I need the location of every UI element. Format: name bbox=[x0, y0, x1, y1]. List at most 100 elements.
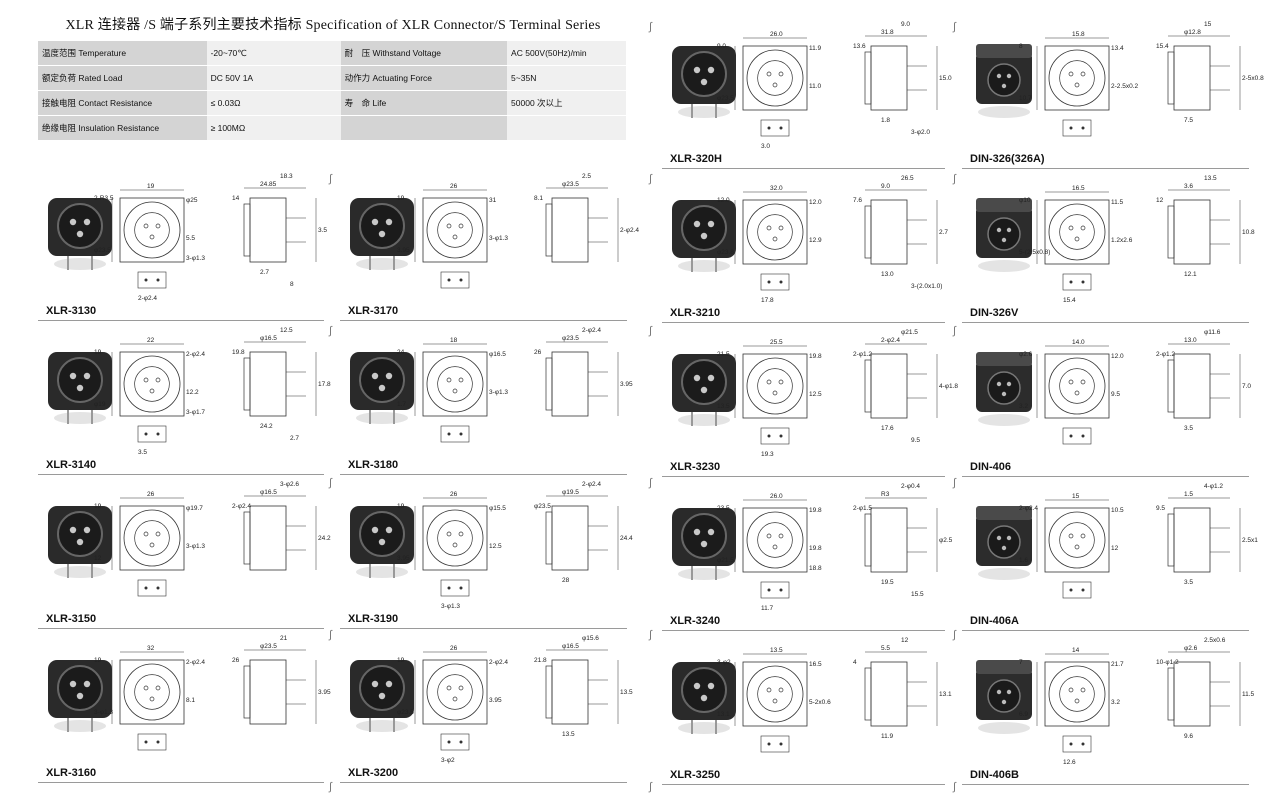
dimension-label: 1.5 bbox=[1184, 491, 1193, 498]
dimension-label: φ23.5 bbox=[94, 247, 111, 254]
pin-hole bbox=[1074, 698, 1080, 704]
body-outline bbox=[1173, 199, 1211, 265]
flange bbox=[864, 359, 872, 413]
body-outline bbox=[870, 507, 908, 573]
product-label: XLR-320H bbox=[670, 153, 722, 165]
pin bbox=[996, 689, 1002, 695]
dimension-label: 13.0 bbox=[1184, 337, 1197, 344]
dimension-label: φ21.5 bbox=[901, 329, 918, 336]
connector-photo bbox=[976, 660, 1032, 734]
pin bbox=[371, 526, 379, 534]
dimension-label: 2-φ2.4 bbox=[582, 327, 601, 334]
dimension-label: φ19.7 bbox=[186, 505, 203, 512]
connector-photo bbox=[672, 508, 736, 580]
pin-dot bbox=[767, 742, 771, 746]
pin-layout bbox=[137, 425, 167, 443]
dimension-label: 11.0 bbox=[809, 83, 822, 90]
dimension-label: 14 bbox=[232, 195, 240, 202]
pin-hole bbox=[772, 82, 778, 88]
dimension-label: 3.5 bbox=[318, 227, 327, 234]
spec-label: 温度范围 Temperature bbox=[38, 41, 207, 66]
product-label: XLR-3130 bbox=[46, 305, 97, 317]
separator-mark: ∫ bbox=[953, 21, 957, 33]
inner-circle bbox=[757, 522, 793, 558]
pin-hole bbox=[446, 377, 452, 383]
dimension-label: 31.8 bbox=[881, 29, 894, 36]
photo-shadow bbox=[978, 568, 1030, 580]
pin bbox=[707, 374, 715, 382]
dimension-label: 4 bbox=[853, 659, 857, 666]
front-view-drawing bbox=[1036, 345, 1110, 445]
pin bbox=[378, 230, 386, 238]
dimension-label: 2-5x0.8 bbox=[1242, 75, 1264, 82]
side-view-drawing bbox=[864, 189, 938, 265]
dimension-label: 13.5 bbox=[717, 403, 730, 410]
spec-value: -20~70℃ bbox=[206, 41, 341, 66]
separator-mark: ∫ bbox=[649, 21, 653, 33]
outline bbox=[742, 353, 808, 419]
socket bbox=[359, 203, 405, 249]
dimension-label: φ16.5 bbox=[260, 489, 277, 496]
pin bbox=[700, 78, 708, 86]
flange bbox=[1167, 205, 1175, 259]
pin-hole bbox=[1080, 379, 1086, 385]
dimension-label: 5-(2.5x0.8) bbox=[1019, 249, 1050, 256]
front-view-drawing bbox=[1036, 37, 1110, 137]
dimension-label: φ16.5 bbox=[489, 351, 506, 358]
pin-hole bbox=[772, 390, 778, 396]
front-view-drawing bbox=[414, 651, 488, 751]
photo-shadow bbox=[356, 566, 408, 578]
socket bbox=[987, 63, 1021, 97]
outer-circle bbox=[426, 201, 484, 259]
dimension-label: φ11.6 bbox=[1204, 329, 1221, 336]
pin-dot bbox=[767, 280, 771, 284]
photo-shadow bbox=[54, 566, 106, 578]
photo-shadow bbox=[54, 720, 106, 732]
separator-mark: ∫ bbox=[953, 173, 957, 185]
dimension-label: 19 bbox=[397, 503, 405, 510]
inner-circle bbox=[437, 520, 473, 556]
dimension-label: 21.5 bbox=[717, 351, 730, 358]
connector-photo bbox=[976, 506, 1032, 580]
photo-shadow bbox=[978, 260, 1030, 272]
dimension-label: 21 bbox=[280, 635, 288, 642]
pin bbox=[83, 218, 91, 226]
side-view-drawing bbox=[545, 341, 619, 417]
dimension-label: 23.5 bbox=[717, 505, 730, 512]
outer-circle bbox=[1048, 203, 1106, 261]
inner-circle bbox=[1059, 60, 1095, 96]
pin-dot bbox=[447, 586, 451, 590]
pin-hole bbox=[149, 234, 155, 240]
dimension-label: 12.5 bbox=[489, 543, 502, 550]
dimension-label: 19.8 bbox=[809, 545, 822, 552]
separator-mark: ∫ bbox=[649, 325, 653, 337]
dimension-label: 4-φ1.2 bbox=[1204, 483, 1223, 490]
body-outline bbox=[551, 505, 589, 571]
body-outline bbox=[551, 197, 589, 263]
pin-hole bbox=[155, 377, 161, 383]
front-view-drawing bbox=[414, 497, 488, 597]
front-view-drawing bbox=[734, 653, 808, 753]
socket bbox=[57, 203, 103, 249]
pin-dot bbox=[156, 586, 160, 590]
dimension-label: 7.5 bbox=[1184, 117, 1193, 124]
dimension-label: φ19.5 bbox=[562, 489, 579, 496]
dimension-label: 3-(2.0x1.0) bbox=[911, 283, 942, 290]
pin-dot bbox=[144, 740, 148, 744]
dimension-label: φ10 bbox=[1019, 197, 1031, 204]
pin-hole bbox=[446, 223, 452, 229]
pin bbox=[69, 218, 77, 226]
